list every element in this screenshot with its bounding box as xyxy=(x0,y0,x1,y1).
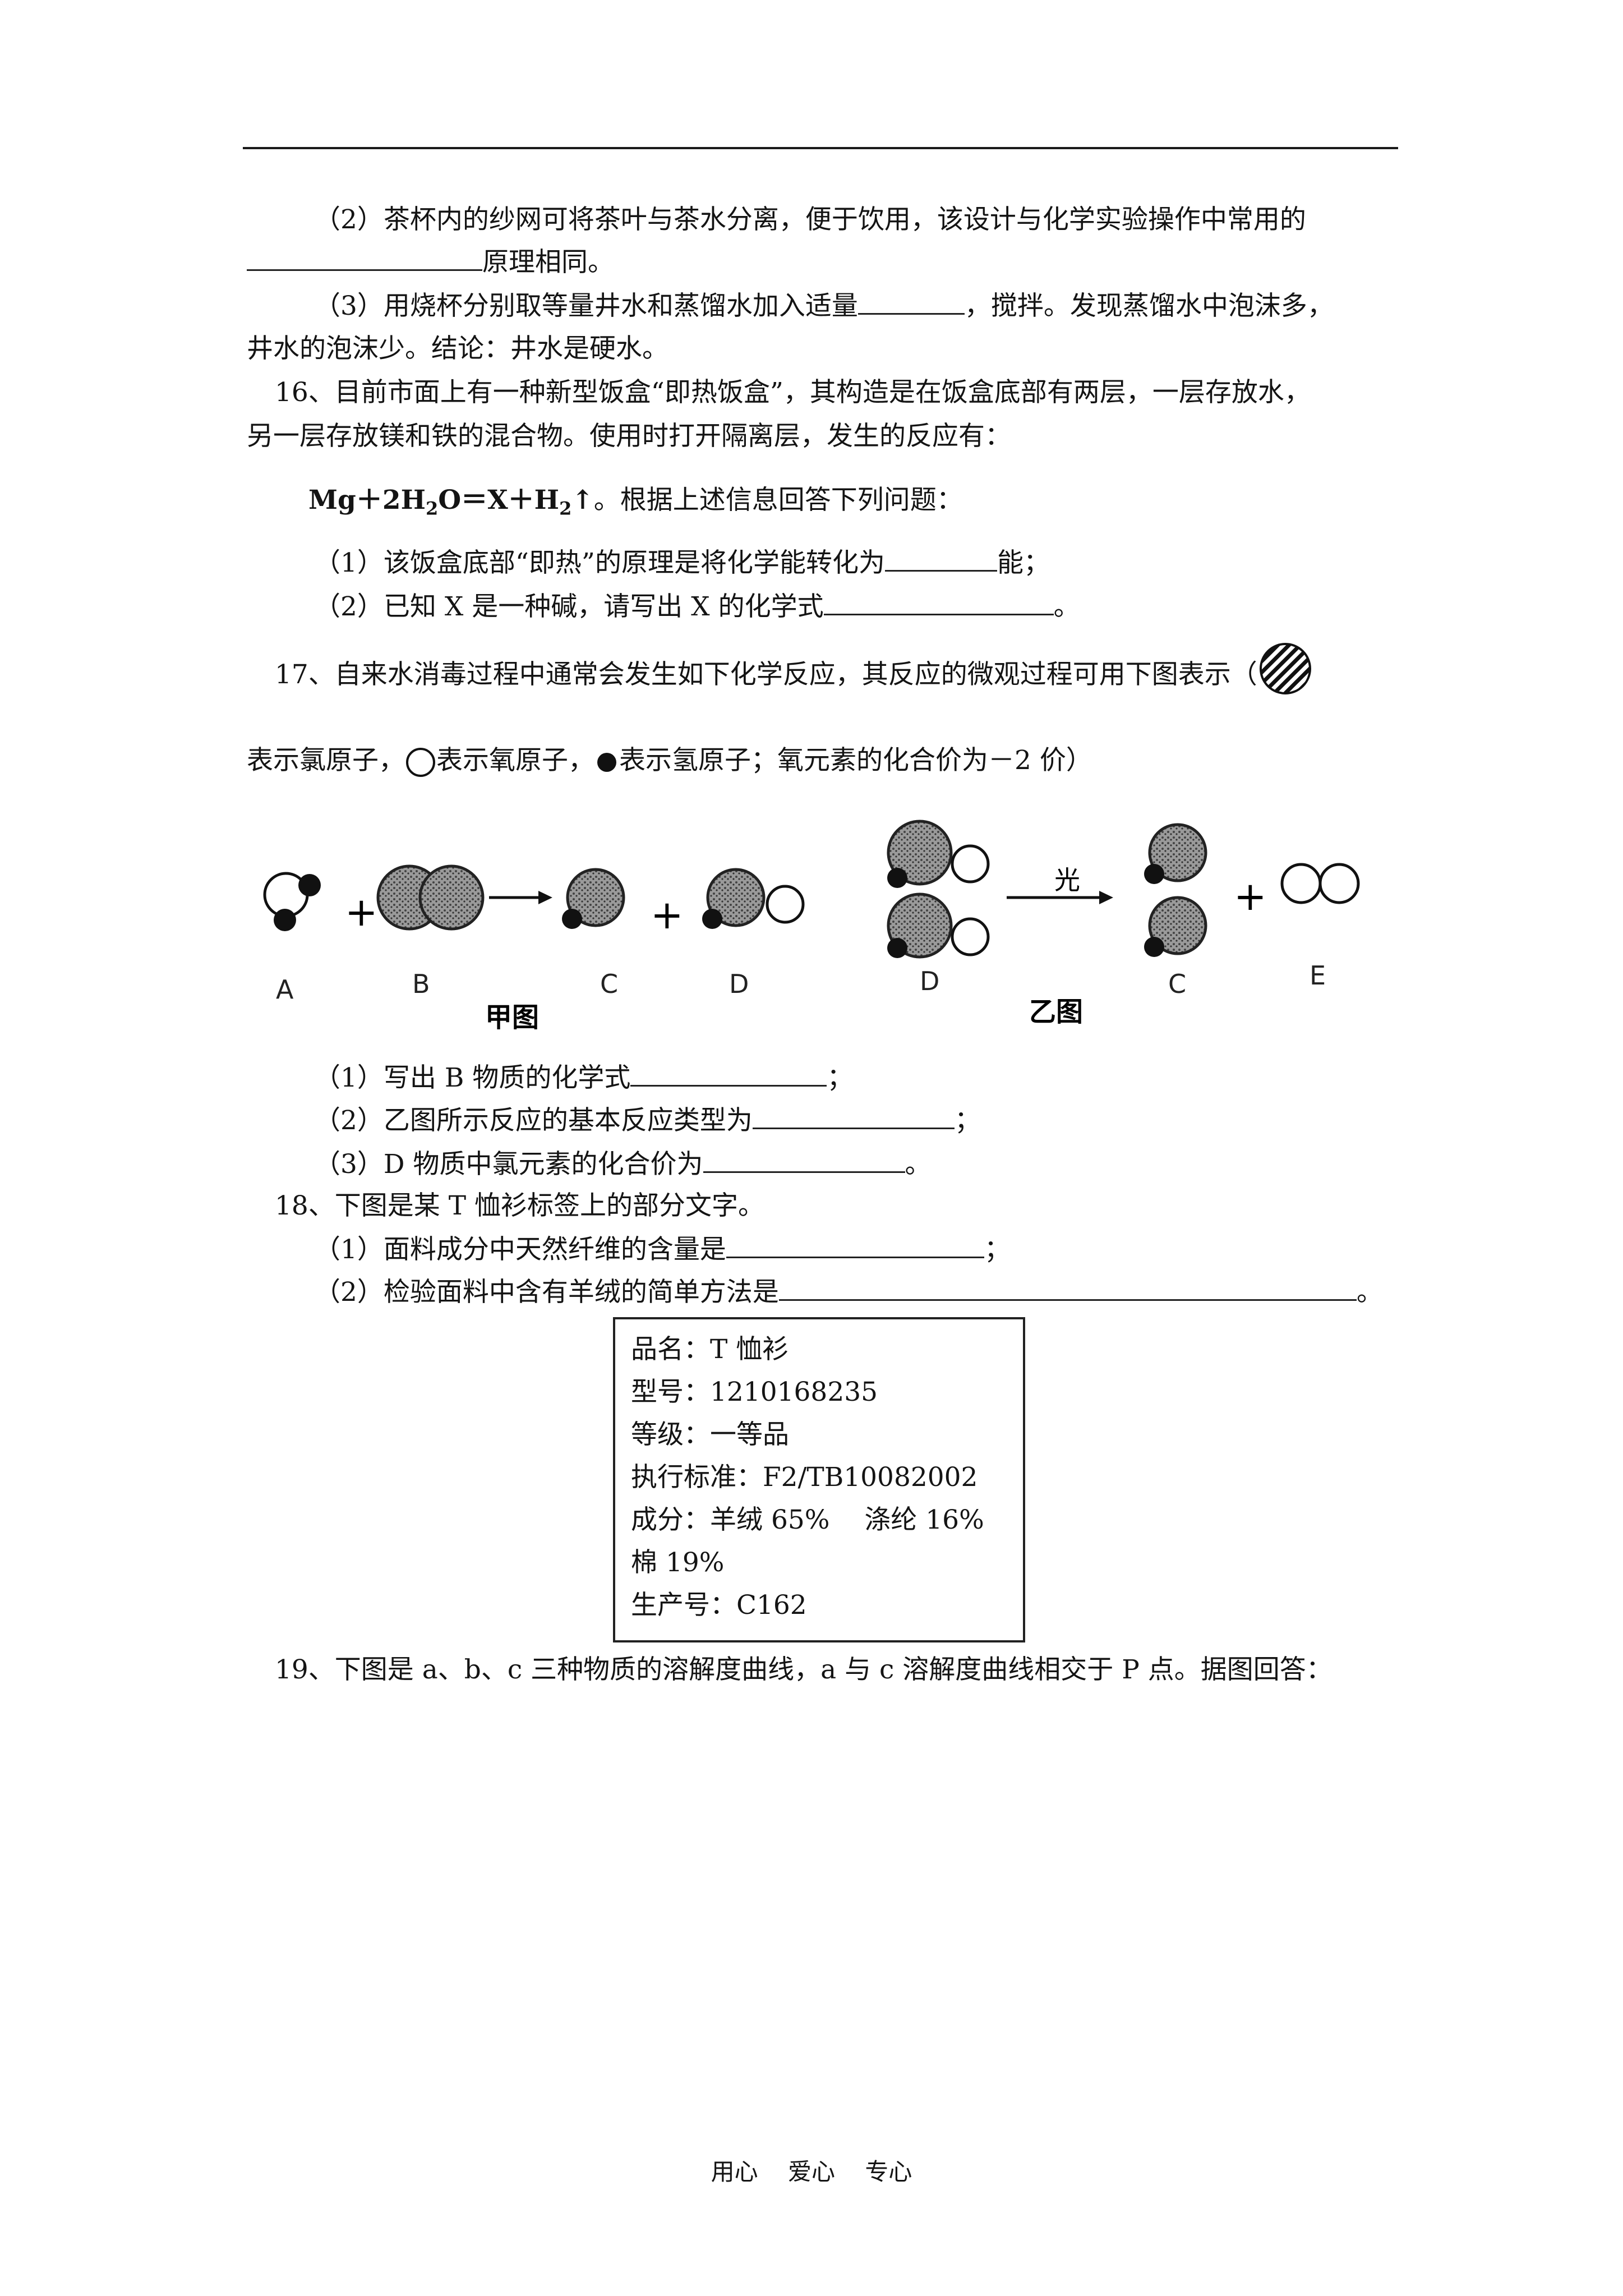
q15-part2: （2）茶杯内的纱网可将茶叶与茶水分离，便于饮用，该设计与化学实验操作中常用的 xyxy=(314,204,1306,235)
figure-yi-label: 乙图 xyxy=(1029,996,1083,1028)
molecule-e xyxy=(1280,863,1360,904)
q17-sub1: （1）写出 B 物质的化学式； xyxy=(314,1060,853,1096)
answer-blank[interactable] xyxy=(823,589,1054,615)
answer-blank[interactable] xyxy=(884,545,997,572)
molecule-b xyxy=(376,864,485,931)
answer-blank[interactable] xyxy=(703,1147,905,1173)
footer-word: 爱心 xyxy=(787,2158,835,2185)
q16-sub2: （2）已知 X 是一种碱，请写出 X 的化学式。 xyxy=(314,589,1080,625)
q16-sub1: （1）该饭盒底部“即热”的原理是将化学能转化为能； xyxy=(314,545,1050,581)
molecule-a xyxy=(263,872,321,931)
q18-sub1: （1）面料成分中天然纤维的含量是； xyxy=(314,1232,1011,1268)
page-footer: 用心 爱心 专心 xyxy=(0,2153,1623,2187)
plus-sign: + xyxy=(651,892,684,938)
plus-sign: + xyxy=(345,889,378,935)
footer-word: 用心 xyxy=(711,2158,758,2185)
figure-jia-label: 甲图 xyxy=(485,1002,539,1033)
label-c2: C xyxy=(1168,969,1186,999)
label-d2: D xyxy=(920,966,939,996)
molecule-c xyxy=(562,868,625,929)
plus-sign: + xyxy=(1234,873,1267,919)
q16-line2: 另一层存放镁和铁的混合物。使用时打开隔离层，发生的反应有： xyxy=(247,421,1011,452)
q17-sub2: （2）乙图所示反应的基本反应类型为； xyxy=(314,1103,981,1139)
q19-line1: 19、下图是 a、b、c 三种物质的溶解度曲线，a 与 c 溶解度曲线相交于 P… xyxy=(275,1654,1332,1685)
answer-blank[interactable] xyxy=(630,1060,827,1087)
molecule-d-bottom xyxy=(887,892,990,959)
molecule-d xyxy=(702,868,805,929)
answer-blank[interactable] xyxy=(778,1274,1357,1301)
molecule-c-bottom xyxy=(1144,896,1207,957)
answer-blank[interactable] xyxy=(247,245,482,271)
q16-equation: Mg＋2H2O＝X＋H2↑。根据上述信息回答下列问题： xyxy=(308,485,963,519)
tag-row: 成分：羊绒 65% 涤纶 16% xyxy=(631,1504,984,1535)
molecule-d-top xyxy=(887,820,990,888)
answer-blank[interactable] xyxy=(726,1232,984,1258)
label-c: C xyxy=(600,969,618,999)
light-label: 光 xyxy=(1054,865,1080,895)
q15-part3-cont: 井水的泡沫少。结论：井水是硬水。 xyxy=(247,333,668,364)
molecule-c-top xyxy=(1144,823,1207,884)
footer-word: 专心 xyxy=(865,2158,912,2185)
arrow-head xyxy=(1099,891,1113,904)
chlorine-atom-icon xyxy=(1259,643,1311,694)
answer-blank[interactable] xyxy=(752,1103,955,1129)
label-d: D xyxy=(729,969,749,999)
oxygen-atom-icon xyxy=(406,748,435,777)
tag-row: 执行标准：F2/TB10082002 xyxy=(631,1462,978,1493)
tag-row: 生产号：C162 xyxy=(631,1590,807,1621)
tag-row: 等级：一等品 xyxy=(631,1419,789,1450)
q18-line1: 18、下图是某 T 恤衫标签上的部分文字。 xyxy=(275,1190,765,1221)
label-e: E xyxy=(1310,960,1326,991)
hydrogen-atom-icon xyxy=(597,753,616,772)
q17-line2: 表示氯原子，表示氧原子，表示氢原子；氧元素的化合价为－2 价） xyxy=(247,743,1092,779)
q15-part2-cont: 原理相同。 xyxy=(247,245,614,280)
tshirt-tag: 品名：T 恤衫 型号：1210168235 等级：一等品 执行标准：F2/TB1… xyxy=(613,1317,1025,1642)
header-rule xyxy=(243,147,1398,149)
q17-line1: 17、自来水消毒过程中通常会发生如下化学反应，其反应的微观过程可用下图表示（ xyxy=(275,643,1313,697)
label-b: B xyxy=(412,969,430,999)
reaction-diagram: + + 光 + A xyxy=(263,820,1360,1033)
tag-row: 品名：T 恤衫 xyxy=(631,1334,789,1365)
q18-sub2: （2）检验面料中含有羊绒的简单方法是。 xyxy=(314,1274,1383,1310)
q17-sub3: （3）D 物质中氯元素的化合价为。 xyxy=(314,1147,932,1182)
q16-line1: 16、目前市面上有一种新型饭盒“即热饭盒”，其构造是在饭盒底部有两层，一层存放水… xyxy=(275,377,1311,408)
arrow-head xyxy=(538,891,552,904)
q15-part3: （3）用烧杯分别取等量井水和蒸馏水加入适量，搅拌。发现蒸馏水中泡沫多， xyxy=(314,288,1334,324)
answer-blank[interactable] xyxy=(857,288,965,315)
label-a: A xyxy=(276,974,294,1005)
tag-row: 型号：1210168235 xyxy=(631,1377,878,1407)
tag-row: 棉 19% xyxy=(631,1547,725,1578)
